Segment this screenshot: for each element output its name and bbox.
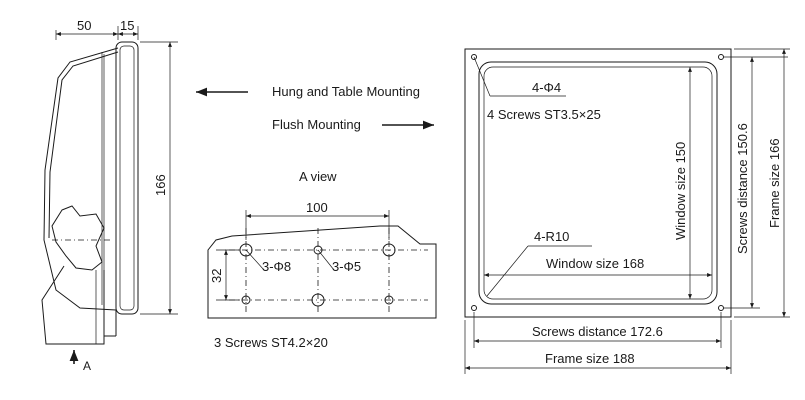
dim-15-label: 15 (120, 18, 134, 33)
screw-horizontal-label: Screws distance 172.6 (532, 324, 663, 339)
corner-screw-hole (718, 54, 724, 60)
corner-screw-hole (471, 305, 477, 311)
hole-large (311, 293, 325, 307)
corner-holes-label: 4-Φ4 (532, 80, 561, 95)
flush-label: Flush Mounting (272, 117, 361, 132)
window-width-label: Window size 168 (546, 256, 644, 271)
dim-32-label: 32 (209, 269, 224, 283)
dim-frame-height: Frame size 166 (767, 49, 786, 317)
view-a-marker: A (69, 350, 91, 373)
hole-small (313, 245, 323, 255)
a-view-title: A view (299, 169, 337, 184)
side-view: 50 15 166 A (41, 18, 178, 373)
frame-height-label: Frame size 166 (767, 138, 782, 228)
hole-large (382, 243, 396, 257)
corner-radius-label: 4-R10 (534, 229, 569, 244)
a-view: A view 100 32 3-Φ8 3 (207, 169, 437, 350)
dim-depth-15: 15 (118, 18, 138, 36)
corner-screw-hole (471, 54, 477, 60)
dim-a-100: 100 (246, 200, 389, 218)
dim-a-32: 32 (209, 250, 228, 300)
hole-small (241, 295, 251, 305)
hole-large-label: 3-Φ8 (262, 259, 291, 274)
legend-flush: Flush Mounting (272, 117, 434, 132)
dim-166-label: 166 (153, 174, 168, 196)
frame-width-label: Frame size 188 (545, 351, 635, 366)
front-view: 4-Φ4 4 Screws ST3.5×25 4-R10 Window size… (464, 48, 790, 374)
corner-screw-hole (718, 305, 724, 311)
dim-screw-vertical: Screws distance 150.6 (735, 57, 754, 308)
hole-small-label: 3-Φ5 (332, 259, 361, 274)
front-screws-label: 4 Screws ST3.5×25 (487, 107, 601, 122)
hung-table-label: Hung and Table Mounting (272, 84, 420, 99)
dim-depth-50: 50 (56, 18, 118, 36)
a-view-screws-label: 3 Screws ST4.2×20 (214, 335, 328, 350)
view-a-label: A (83, 359, 91, 373)
dim-100-label: 100 (306, 200, 328, 215)
dim-screw-horizontal: Screws distance 172.6 (474, 324, 721, 343)
dim-window-width: Window size 168 (484, 256, 712, 277)
dim-height-166: 166 (153, 42, 172, 314)
dim-frame-width: Frame size 188 (465, 351, 731, 370)
screw-vertical-label: Screws distance 150.6 (735, 123, 750, 254)
window-height-label: Window size 150 (673, 142, 688, 240)
dim-window-height: Window size 150 (673, 67, 692, 299)
hole-small (384, 295, 394, 305)
legend-hung: Hung and Table Mounting (196, 84, 420, 99)
dim-50-label: 50 (77, 18, 91, 33)
